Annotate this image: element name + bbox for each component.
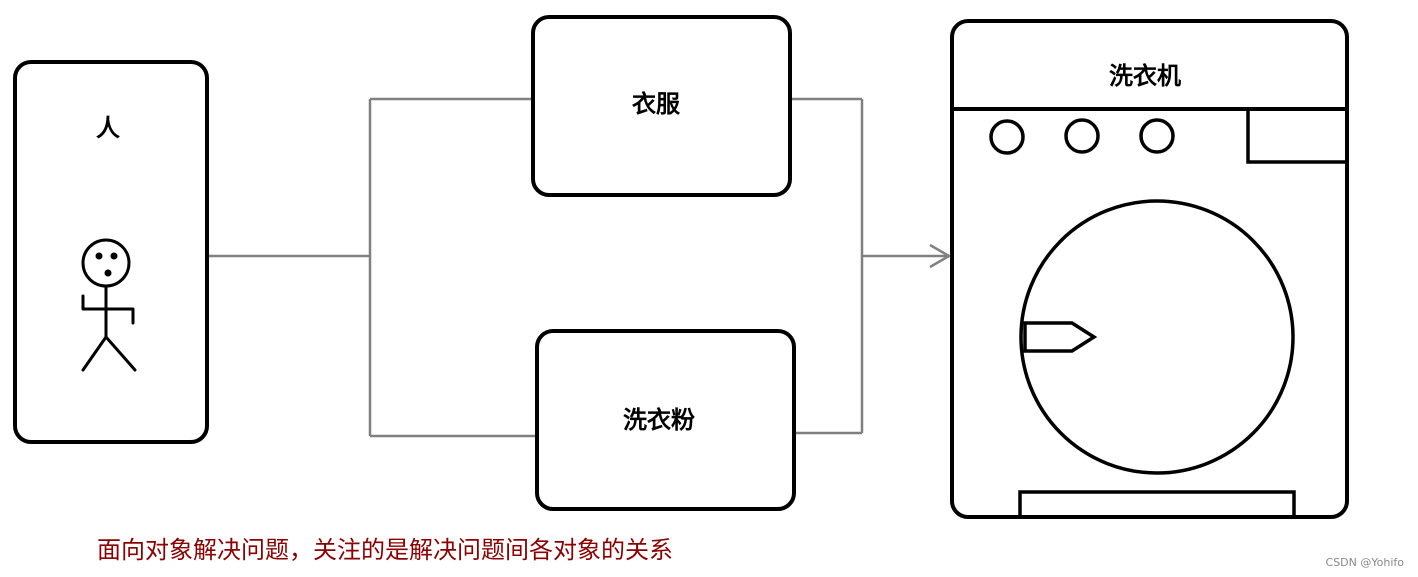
washer-base-icon [1018, 490, 1296, 516]
detergent-label: 洗衣粉 [623, 406, 695, 434]
caption-text: 面向对象解决问题，关注的是解决问题间各对象的关系 [97, 536, 673, 564]
detergent-box-frame [535, 329, 796, 511]
stick-figure-icon [81, 238, 137, 372]
person-box: 人 [13, 60, 209, 444]
washer-body [950, 19, 1349, 519]
detergent-box: 洗衣粉 [535, 329, 796, 511]
person-box-frame [13, 60, 209, 444]
washer-knob-icons [989, 118, 1175, 155]
knob-icon [1139, 118, 1175, 154]
door-handle-icon [1023, 321, 1098, 353]
person-label: 人 [96, 114, 120, 142]
watermark-text: CSDN @Yohifo [1325, 556, 1404, 569]
clothes-box-frame [531, 15, 792, 197]
washer-box: 洗衣机 [950, 19, 1349, 519]
washer-door-icon [1019, 199, 1295, 475]
washer-label: 洗衣机 [1109, 62, 1181, 90]
arrow-head-icon [929, 243, 952, 269]
clothes-label: 衣服 [632, 90, 681, 118]
knob-icon [1064, 118, 1100, 154]
clothes-box: 衣服 [531, 15, 792, 197]
knob-icon [989, 119, 1025, 155]
detergent-drawer-icon [1246, 111, 1345, 164]
connector-lines [208, 97, 952, 438]
